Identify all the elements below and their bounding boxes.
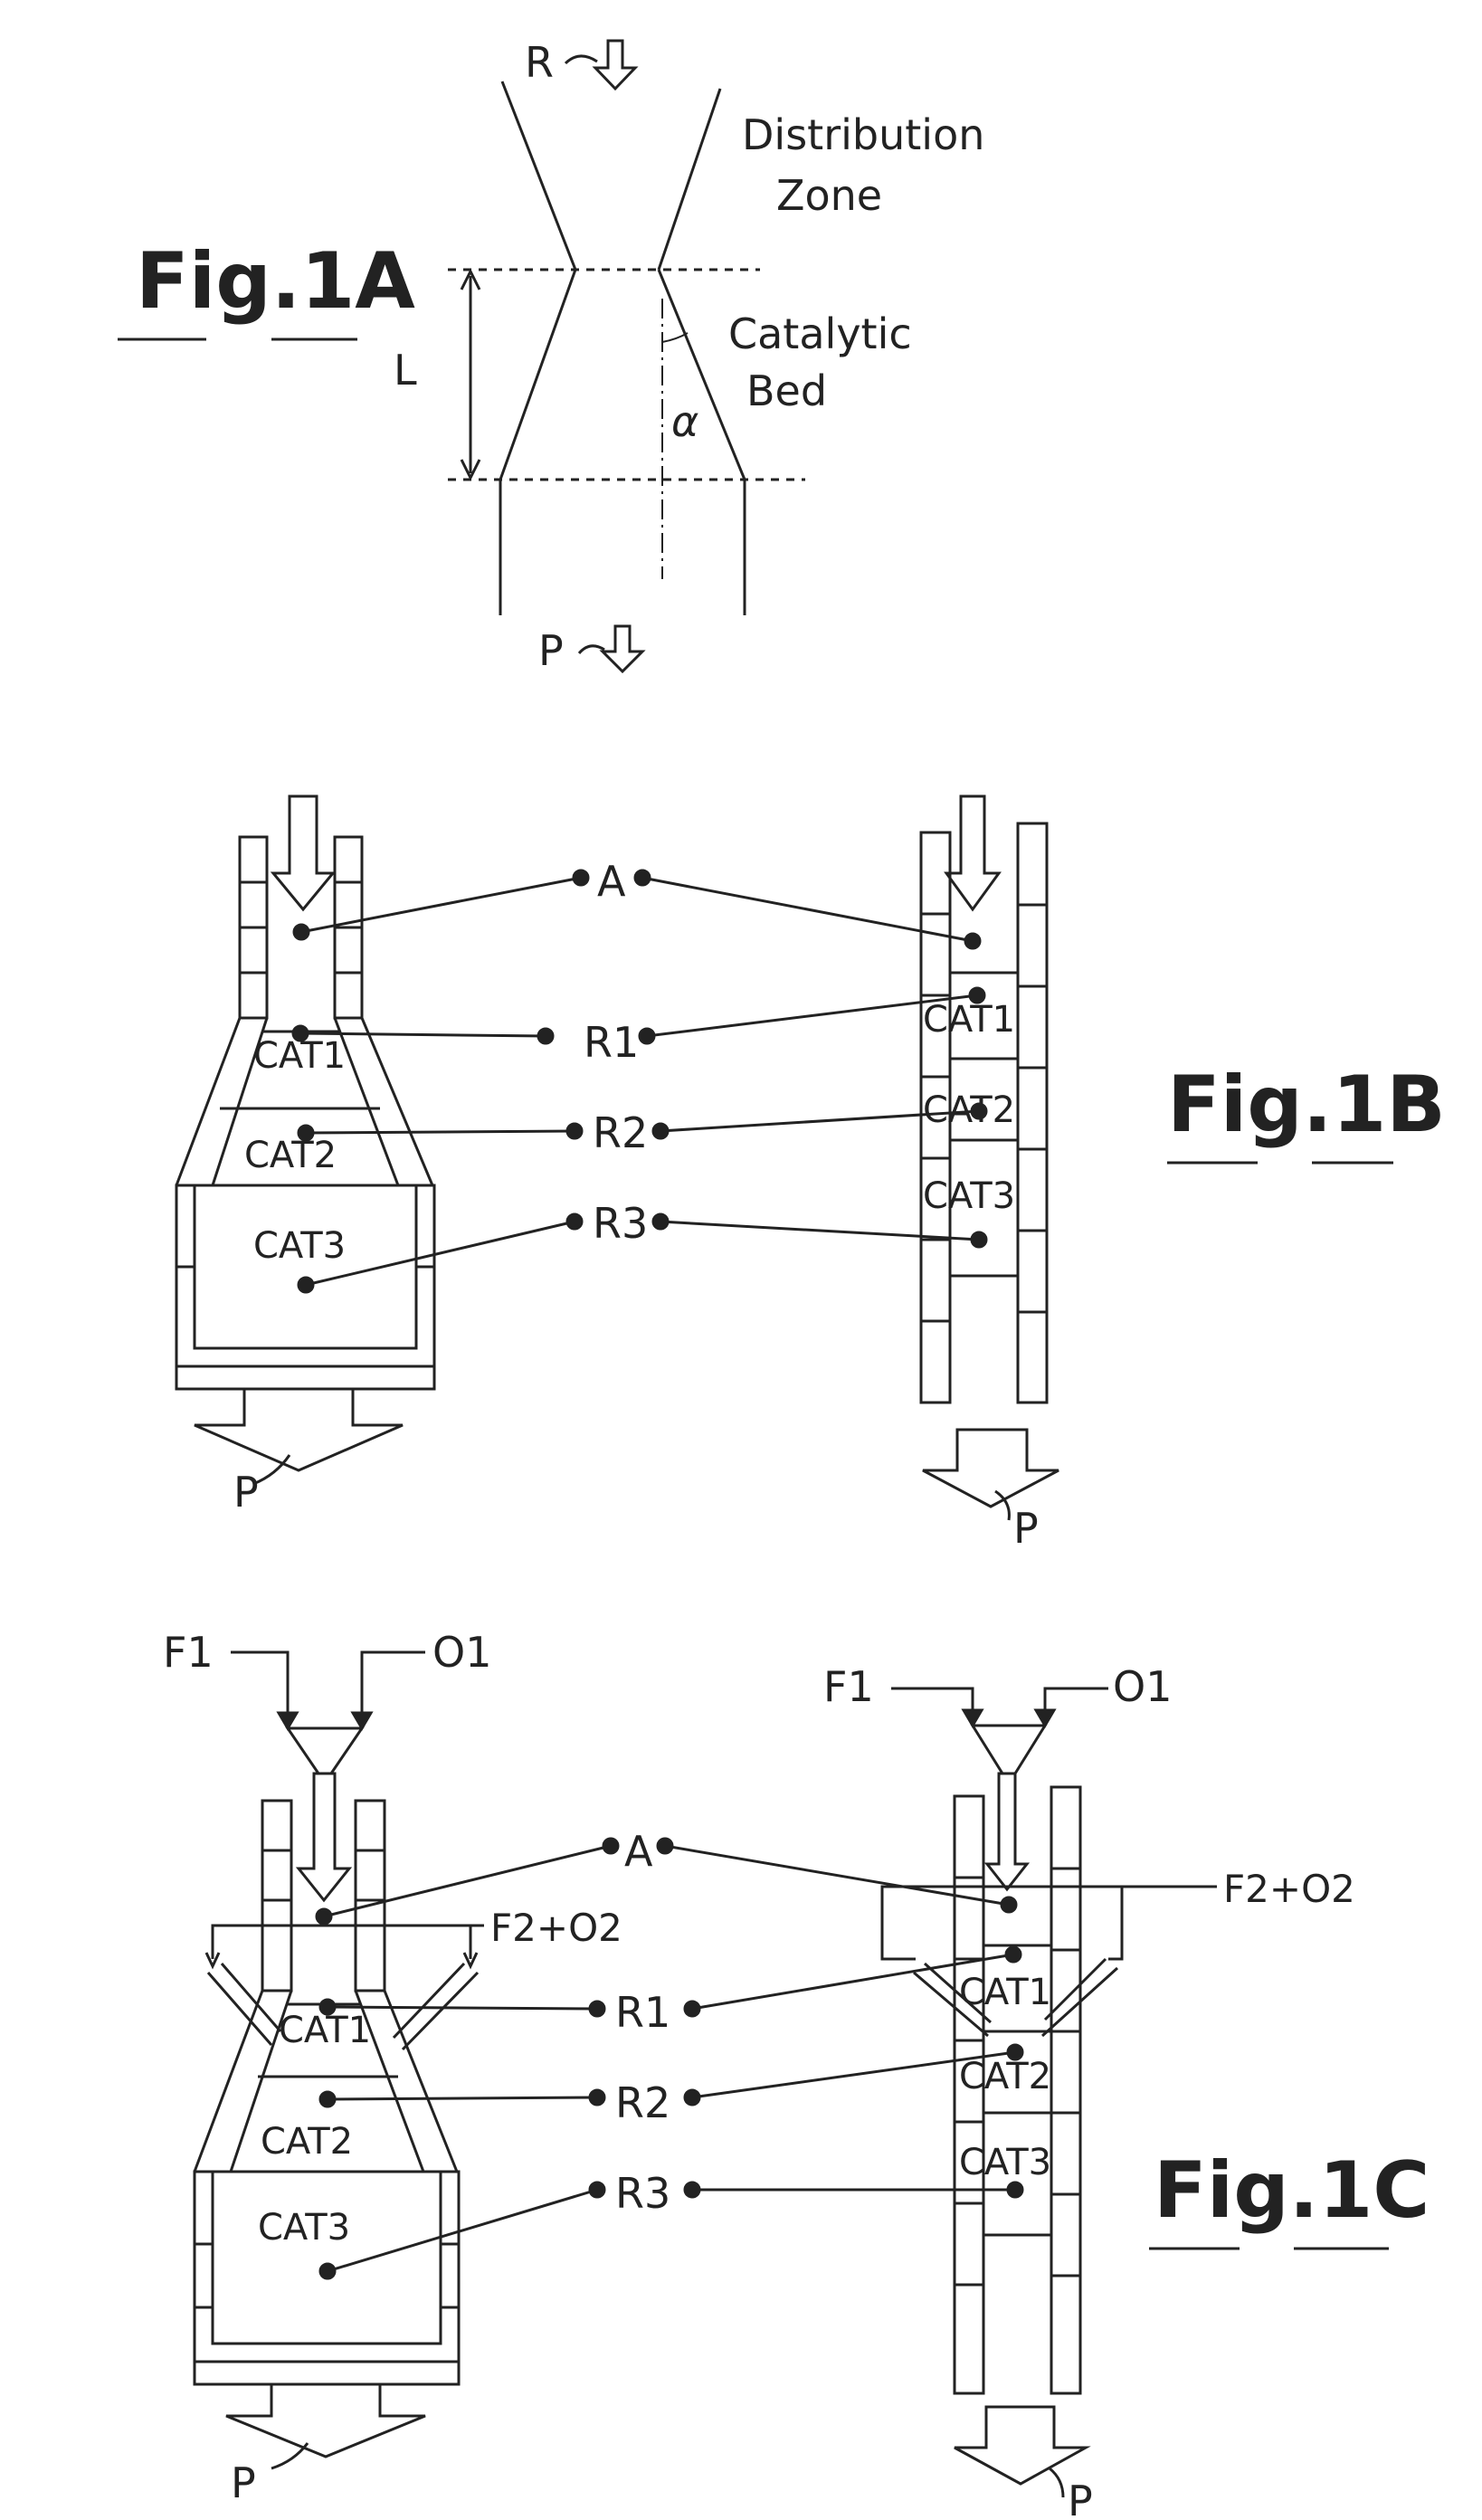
fig1b-right-wall-right [1018,823,1047,1403]
fig1b-right-outlet-arrow-icon [923,1430,1059,1507]
fig1c-left-oxidant1-label: O1 [432,1628,491,1677]
fig1c-left-cat3-inner [213,2172,441,2344]
fig1c-right-cat2-label: CAT2 [959,2056,1051,2097]
fig1c-left-wall-right [356,1801,385,1991]
fig-1b-left-reactor: P CAT1 CAT2 CAT3 [176,796,434,1517]
fig1c-leader-r2-left [328,2097,597,2099]
fig1c-left-secondary-manifold [213,1926,470,1959]
fig1b-left-slope-right [335,1018,432,1185]
fig1c-title: Fig.1C [1154,2145,1430,2236]
fig1c-left-inlet-arrow-icon [299,1774,349,1900]
fig1a-inlet-label: R [525,38,554,87]
fig1c-label-r1: R1 [615,1988,670,2037]
fig1c-left-outlet-arrow-icon [226,2384,425,2457]
fig1c-left-mixer-funnel [288,1728,362,1774]
fig1c-left-base [195,2362,459,2384]
fig1a-distribution-left-wall [502,81,575,270]
fig1a-angle-arc [662,333,688,342]
fig1c-right-secondary-manifold [882,1887,1122,1959]
fig1c-right-inlet-arrow-icon [987,1774,1027,1889]
fig1b-right-outlet-label: P [1013,1504,1039,1553]
fig1b-left-base [176,1366,434,1389]
fig1c-right-cat1-label: CAT1 [959,1972,1051,2013]
fig1c-leader-a-right [665,1846,1009,1905]
fig1b-right-cat3-label: CAT3 [923,1175,1015,1217]
fig1a-angle-label: α [671,397,698,446]
fig1b-left-outlet-label: P [233,1468,259,1517]
fig1a-catalytic-bed-line1: Catalytic [728,309,912,358]
fig-1b-connectors: A R1 R2 R3 [293,857,986,1292]
fig-1c-left-reactor: F1 O1 F2+O2 P [163,1628,622,2507]
fig1c-left-cat3-label: CAT3 [258,2207,350,2249]
fig1c-right-oxidant1-line [1045,1688,1108,1719]
fig1c-label-r3: R3 [615,2169,670,2218]
fig1a-catalytic-bed-line2: Bed [746,366,827,415]
fig1a-title: Fig.1A [136,236,415,327]
fig-1a: R L α Distribution Zone Catalytic Bed P [118,38,984,675]
fig1a-bed-right-wall [659,270,745,480]
fig1c-label-r2: R2 [615,2078,670,2127]
fig1b-leader-r2-left [306,1131,575,1133]
fig1a-outlet-arrow-icon [603,626,642,671]
fig1c-right-feed1-line [891,1688,973,1719]
fig1c-left-feed1-arrow-icon [279,1713,297,1728]
fig1c-right-outlet-leader [1050,2468,1063,2497]
fig1c-right-feed1-arrow-icon [964,1710,982,1726]
fig1c-right-wall-right [1051,1787,1080,2393]
fig1b-right-cat1-label: CAT1 [923,999,1015,1041]
fig1c-left-injector-left [208,1964,280,2045]
fig1b-right-cat2-label: CAT2 [923,1089,1015,1131]
fig1b-right-inlet-arrow-icon [946,796,999,909]
fig1c-leader-r1-left [328,2007,597,2009]
fig1c-right-outlet-arrow-icon [955,2407,1086,2484]
fig1c-left-cat1-label: CAT1 [279,2010,371,2051]
fig1b-left-inlet-arrow-icon [273,796,333,909]
fig1c-right-oxidant1-arrow-icon [1036,1710,1054,1726]
fig1b-leader-r3-left [306,1222,575,1285]
fig1b-title: Fig.1B [1167,1060,1446,1150]
fig1a-inlet-leader [565,56,597,63]
fig1c-left-cat2-label: CAT2 [261,2121,353,2163]
fig1a-distribution-right-wall [659,89,720,270]
fig1a-bed-left-wall [500,270,575,480]
fig1c-left-feed1-label: F1 [163,1628,214,1677]
fig1c-left-outlet-label: P [231,2458,256,2507]
fig1c-right-outlet-label: P [1068,2477,1093,2520]
fig1a-distribution-zone-line2: Zone [776,171,882,220]
fig1c-right-mixer-funnel [973,1726,1045,1774]
fig1c-right-oxidant1-label: O1 [1113,1662,1172,1711]
fig-1c-title-group: Fig.1C [1149,2145,1430,2249]
fig1b-label-a: A [597,857,626,906]
fig1c-left-wall-left [262,1801,291,1991]
fig1c-leader-r3-left [328,2190,597,2271]
fig1c-left-oxidant1-arrow-icon [353,1713,371,1728]
fig1b-right-outlet-leader [995,1491,1009,1520]
fig1a-length-label: L [394,346,417,395]
fig1c-label-a: A [624,1827,653,1876]
fig1b-left-cat2-label: CAT2 [244,1135,337,1176]
fig1b-leader-a-right [642,878,973,941]
fig1c-left-secondary-label: F2+O2 [490,1906,622,1950]
fig1b-label-r3: R3 [593,1199,648,1248]
fig1b-leader-a-left [301,878,581,932]
fig1a-distribution-zone-line1: Distribution [742,110,984,159]
fig-1c-right-reactor: F1 O1 F2+O2 P CAT1 CAT2 [823,1662,1355,2520]
fig-1b-title-group: Fig.1B [1167,1060,1446,1163]
fig1b-left-outlet-arrow-icon [195,1389,403,1470]
fig1c-right-secondary-label: F2+O2 [1223,1867,1355,1911]
fig1b-left-cat3-label: CAT3 [253,1225,346,1267]
fig1a-outlet-leader [579,646,604,653]
fig1c-right-feed1-label: F1 [823,1662,874,1711]
fig1a-inlet-arrow-icon [595,41,635,89]
fig1a-outlet-label: P [538,626,564,675]
fig1c-right-cat3-label: CAT3 [959,2142,1051,2183]
fig1b-label-r1: R1 [584,1018,639,1067]
fig1b-label-r2: R2 [593,1108,648,1157]
fig-1b-right-reactor: P CAT1 CAT2 CAT3 [921,796,1059,1553]
fig1b-leader-r3-right [660,1222,979,1240]
fig1b-left-cat3-box [176,1185,434,1366]
fig-1c-connectors: A R1 R2 R3 [317,1827,1022,2278]
